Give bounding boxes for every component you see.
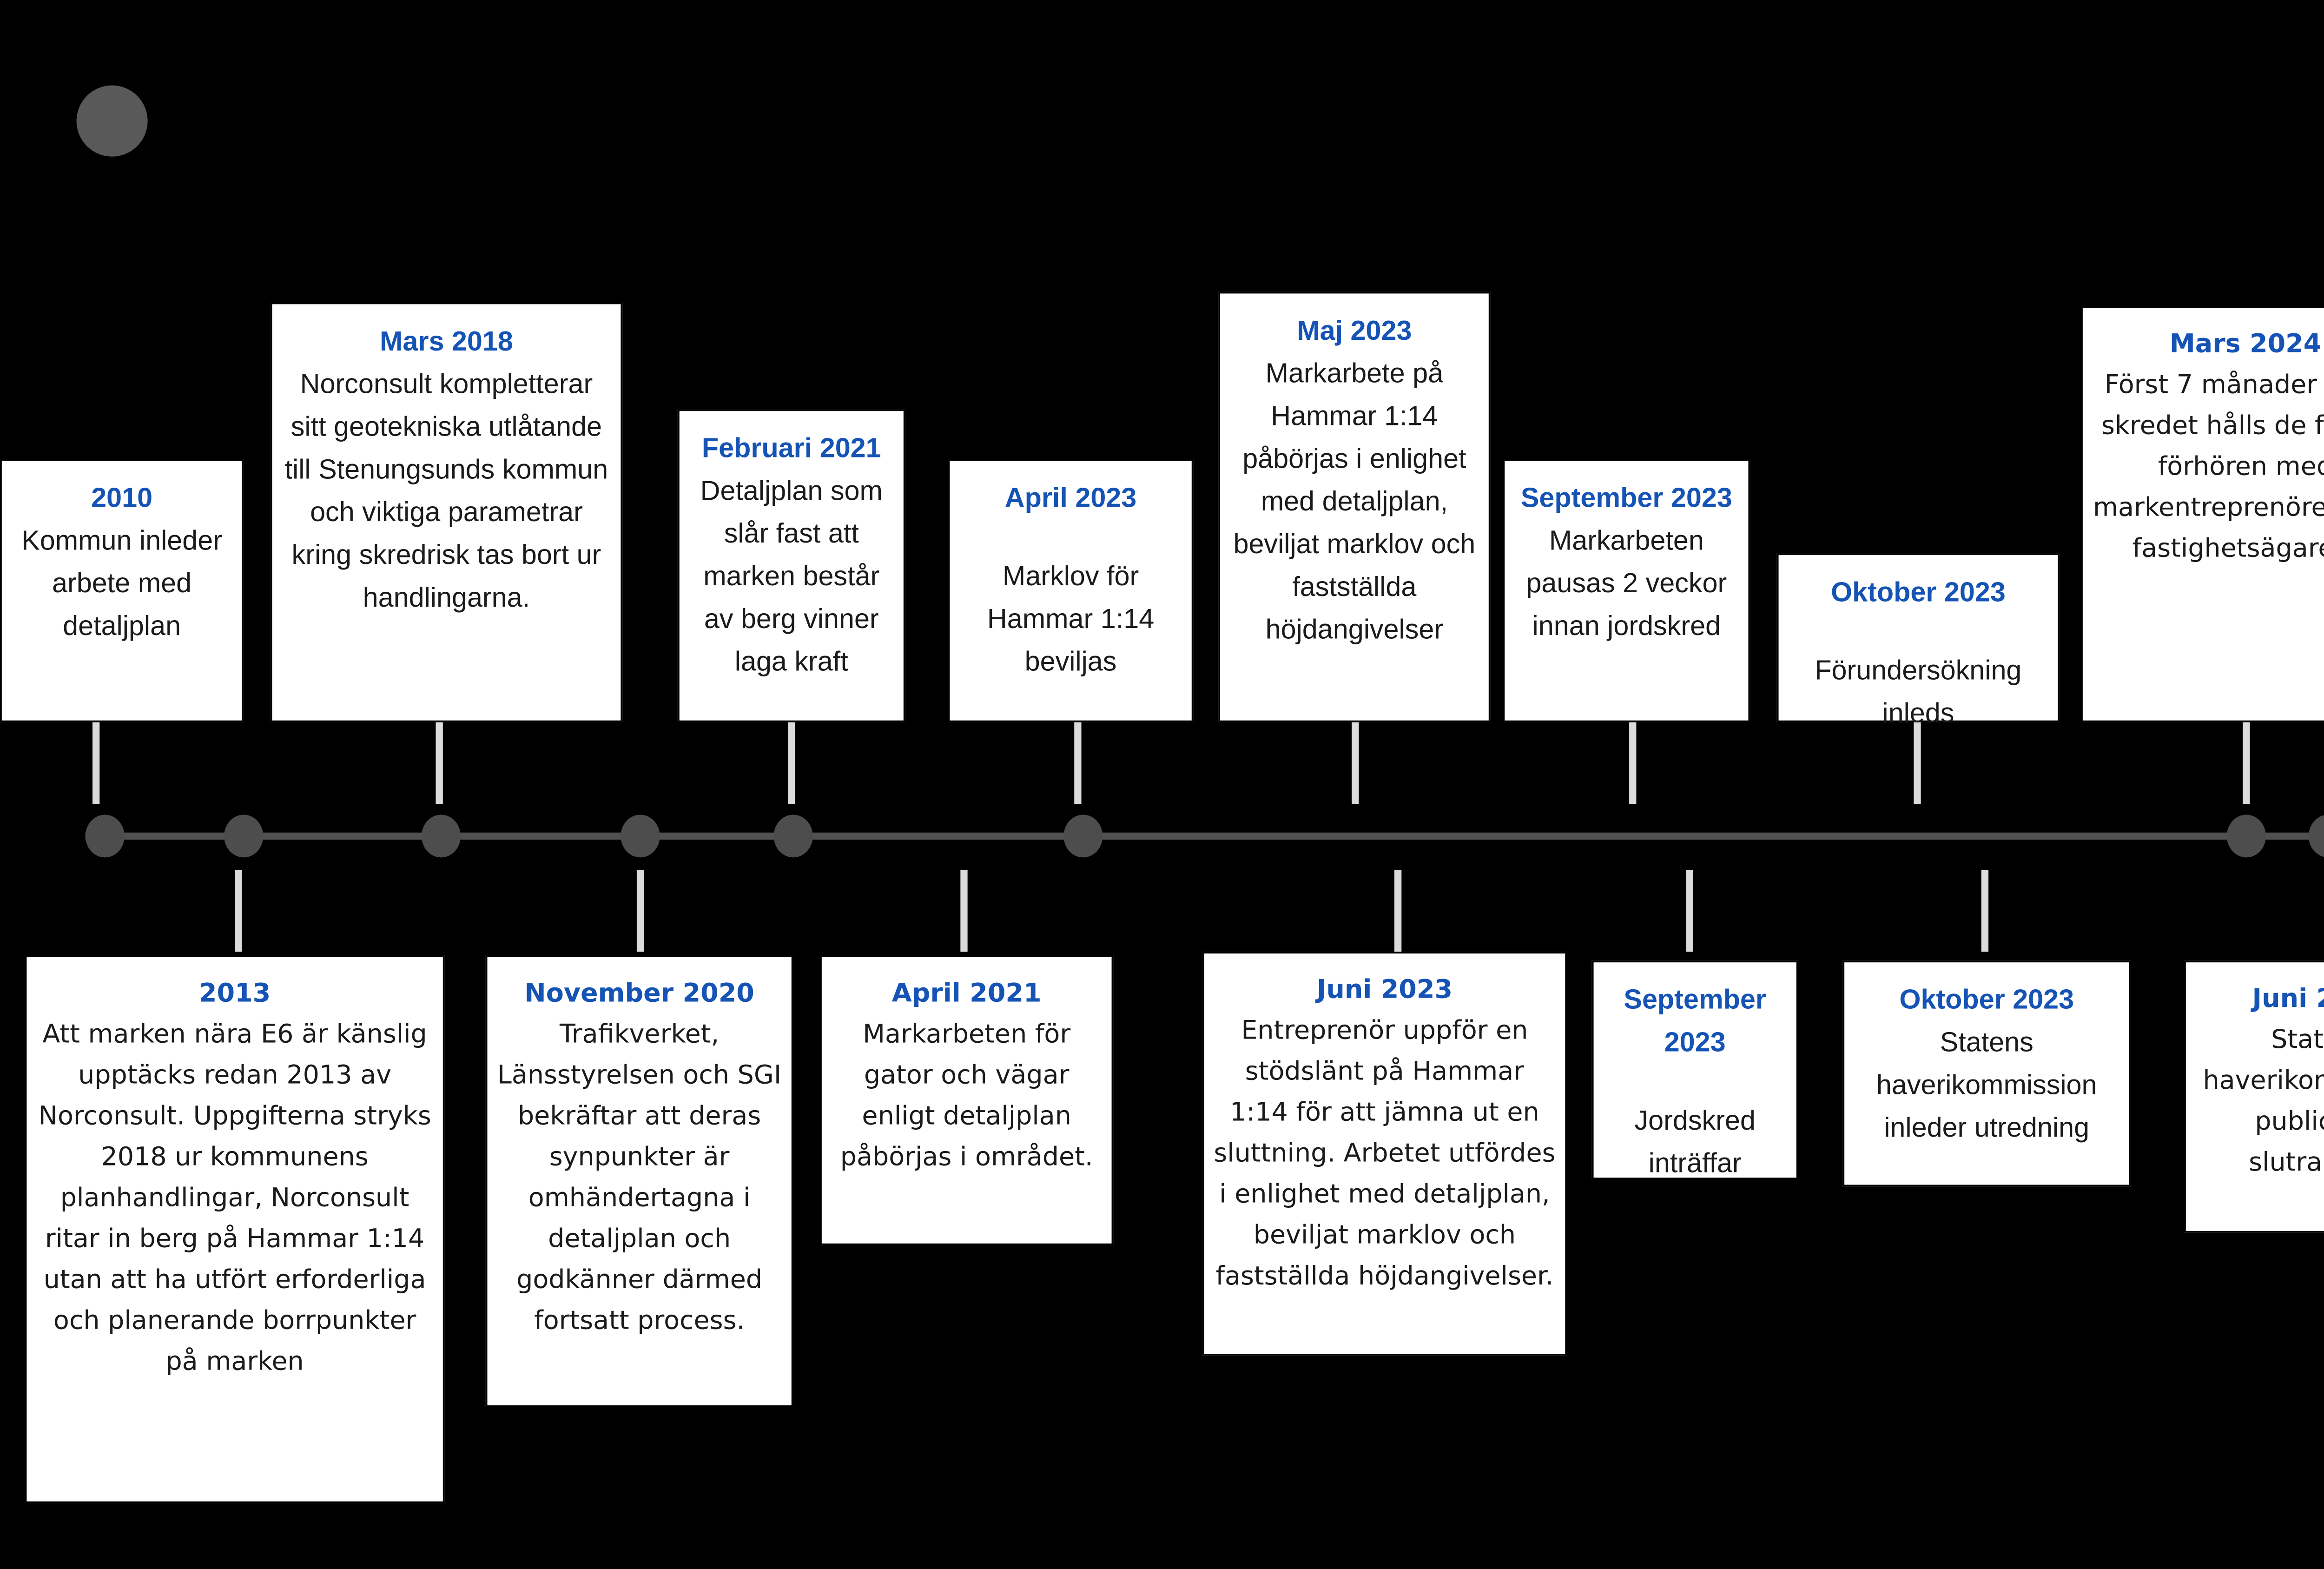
event-connector (1981, 870, 1988, 952)
event-text: Markarbete på Hammar 1:14 påbörjas i enl… (1233, 359, 1476, 646)
event-connector (436, 722, 442, 804)
event-text: Kommun inleder arbete med detaljplan (21, 526, 223, 642)
event-card-oktober-2023-top: Oktober 2023 Förundersökning inleds (1776, 553, 2060, 729)
event-card-2010: 2010 Kommun inleder arbete med detaljpla… (0, 459, 244, 722)
event-text: Jordskred inträffar (1634, 1106, 1756, 1179)
event-date: Juni 2025 (2252, 985, 2324, 1014)
event-text: Markarbeten pausas 2 veckor innan jordsk… (1526, 526, 1727, 642)
event-connector (2243, 722, 2250, 804)
event-text: Att marken nära E6 är känslig upptäcks r… (38, 1021, 431, 1377)
event-date: Mars 2018 (379, 327, 513, 358)
event-date: Oktober 2023 (1899, 985, 2074, 1016)
event-connector (1914, 722, 1921, 804)
event-date: April 2021 (891, 980, 1042, 1009)
event-card-mars-2024: Mars 2024 Först 7 månader efter skredet … (2081, 306, 2324, 722)
event-text: Entreprenör uppför en stödslänt på Hamma… (1214, 1017, 1556, 1292)
timeline-dot (2226, 814, 2266, 858)
timeline-dot (2308, 814, 2324, 858)
event-card-maj-2023: Maj 2023 Markarbete på Hammar 1:14 påbör… (1218, 291, 1491, 722)
timeline-dot (621, 814, 660, 858)
event-date: Oktober 2023 (1830, 578, 2006, 609)
event-date: 2013 (198, 980, 271, 1009)
event-card-mars-2018: Mars 2018 Norconsult kompletterar sitt g… (270, 302, 623, 722)
event-connector (1394, 870, 1401, 952)
event-date: September 2023 (1624, 985, 1766, 1059)
event-card-april-2021: April 2021 Markarbeten för gator och väg… (820, 955, 1114, 1245)
event-text: Norconsult kompletterar sitt geotekniska… (284, 370, 608, 614)
event-date: April 2023 (1004, 483, 1137, 514)
event-card-juni-2025: Juni 2025 Statens haverikommission publi… (2184, 960, 2324, 1233)
event-text: Statens haverikommission publicerar slut… (2203, 1026, 2324, 1178)
timeline-dot (224, 814, 264, 858)
event-date: Mars 2024 (2169, 331, 2322, 359)
event-card-september-2023-top: September 2023 Markarbeten pausas 2 veck… (1503, 459, 1750, 722)
event-text: Statens haverikommission inleder utredni… (1876, 1028, 2097, 1144)
event-text: Först 7 månader efter skredet hålls de f… (2093, 371, 2324, 564)
timeline-dot (773, 814, 813, 858)
event-connector (961, 870, 967, 952)
timeline-dot (420, 814, 460, 858)
event-text: Trafikverket, Länsstyrelsen och SGI bekr… (497, 1021, 782, 1336)
event-card-2013: 2013 Att marken nära E6 är känslig upptä… (25, 955, 445, 1503)
event-text: Förundersökning inleds (1815, 656, 2022, 729)
event-card-februari-2021: Februari 2021 Detaljplan som slår fast a… (677, 409, 905, 722)
event-date: November 2020 (524, 980, 754, 1009)
event-card-oktober-2023-bottom: Oktober 2023 Statens haverikommission in… (1842, 960, 2131, 1187)
event-connector (1686, 870, 1693, 952)
event-date: Juni 2023 (1316, 976, 1453, 1005)
event-connector (92, 722, 99, 804)
event-text: Marklov för Hammar 1:14 beviljas (987, 562, 1155, 678)
event-connector (1630, 722, 1636, 804)
event-card-juni-2023: Juni 2023 Entreprenör uppför en stödslän… (1202, 952, 1567, 1356)
logo-circle-icon (76, 85, 148, 157)
timeline-dot (1063, 814, 1102, 858)
event-date: September 2023 (1520, 483, 1732, 514)
event-connector (1352, 722, 1359, 804)
event-date: Maj 2023 (1297, 317, 1412, 347)
event-card-april-2023: April 2023 Marklov för Hammar 1:14 bevil… (948, 459, 1194, 722)
event-date: Februari 2021 (701, 434, 881, 464)
event-connector (235, 870, 242, 952)
timeline-dot (85, 814, 125, 858)
event-text: Markarbeten för gator och vägar enligt d… (840, 1021, 1093, 1172)
event-card-september-2023-bottom: September 2023 Jordskred inträffar (1591, 960, 1798, 1179)
event-connector (1075, 722, 1081, 804)
event-card-november-2020: November 2020 Trafikverket, Länsstyrelse… (485, 955, 793, 1407)
event-date: 2010 (91, 483, 153, 514)
event-connector (637, 870, 644, 952)
event-text: Detaljplan som slår fast att marken best… (700, 477, 883, 678)
event-connector (788, 722, 795, 804)
